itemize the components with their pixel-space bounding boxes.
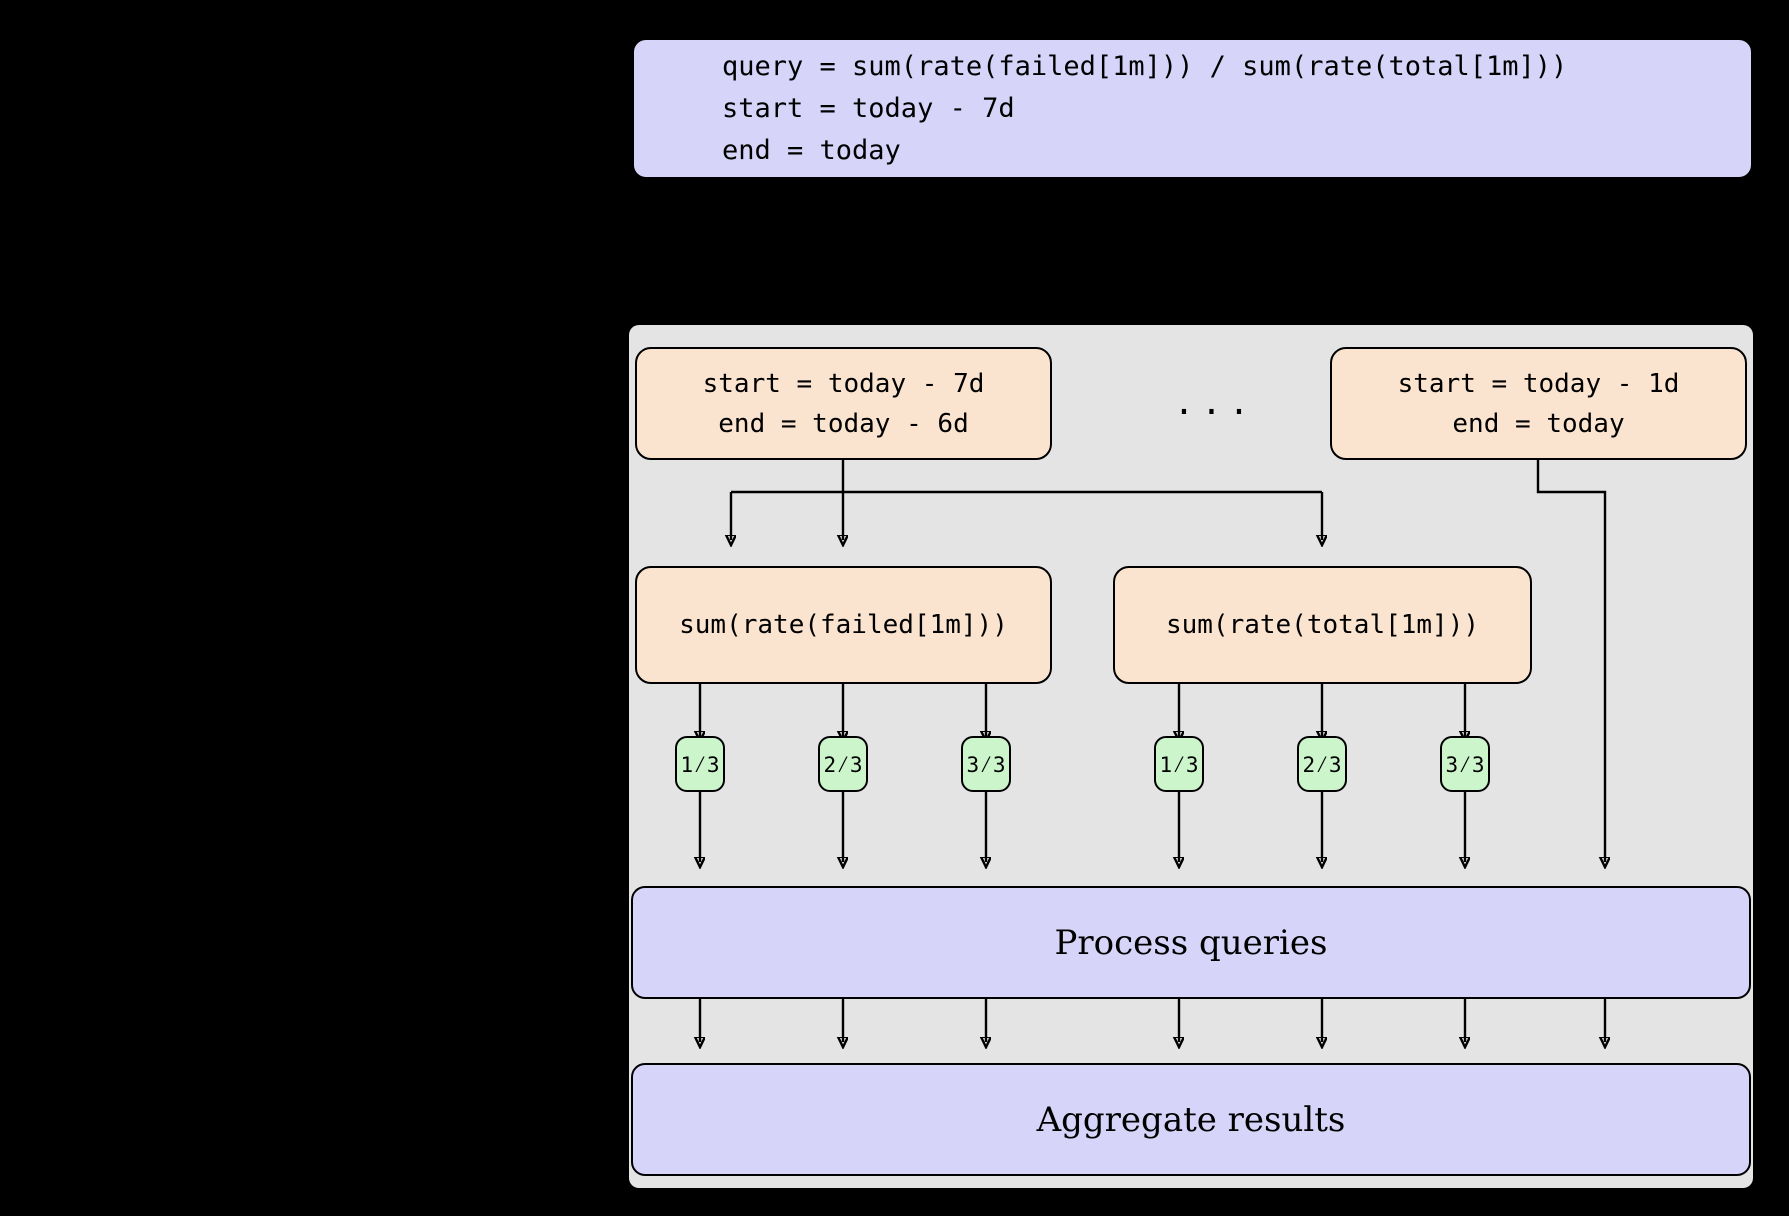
shard-first-end: end = today - 6d [718, 408, 969, 439]
chunk-badge-failed-1: 1⁄3 [675, 736, 725, 792]
subquery-box-failed: sum(rate(failed[1m])) [635, 566, 1052, 684]
process-queries-box: Process queries [631, 886, 1751, 999]
chunk-badge-failed-3: 3⁄3 [961, 736, 1011, 792]
chunk-denominator: 3 [706, 753, 720, 777]
top-query-line-1: query = sum(rate(failed[1m])) / sum(rate… [722, 50, 1568, 82]
top-query-line-2: start = today - 7d [722, 92, 1015, 124]
chunk-slash: ⁄ [979, 752, 993, 778]
shard-last-end: end = today [1452, 408, 1625, 439]
chunk-numerator: 3 [1445, 753, 1459, 777]
chunk-slash: ⁄ [836, 752, 850, 778]
chunk-fraction: 2⁄3 [823, 751, 862, 777]
chunk-slash: ⁄ [1458, 752, 1472, 778]
aggregate-results-label: Aggregate results [1036, 1099, 1346, 1140]
shard-range-box-last: start = today - 1d end = today [1330, 347, 1747, 460]
chunk-badge-total-3: 3⁄3 [1440, 736, 1490, 792]
chunk-fraction: 3⁄3 [1445, 751, 1484, 777]
chunk-numerator: 2 [1302, 753, 1316, 777]
subquery-total-label: sum(rate(total[1m])) [1165, 610, 1480, 640]
chunk-slash: ⁄ [1315, 752, 1329, 778]
chunk-fraction: 3⁄3 [966, 751, 1005, 777]
shard-range-box-first: start = today - 7d end = today - 6d [635, 347, 1052, 460]
chunk-denominator: 3 [849, 753, 863, 777]
chunk-denominator: 3 [1185, 753, 1199, 777]
shard-last-start: start = today - 1d [1397, 368, 1680, 399]
chunk-denominator: 3 [1328, 753, 1342, 777]
chunk-fraction: 1⁄3 [1159, 751, 1198, 777]
subquery-box-total: sum(rate(total[1m])) [1113, 566, 1532, 684]
chunk-numerator: 1 [680, 753, 694, 777]
shard-first-start: start = today - 7d [702, 368, 985, 399]
top-query-code: query = sum(rate(failed[1m])) / sum(rate… [722, 46, 1567, 172]
subquery-failed-label: sum(rate(failed[1m])) [679, 610, 1008, 640]
chunk-numerator: 1 [1159, 753, 1173, 777]
chunk-fraction: 1⁄3 [680, 751, 719, 777]
chunk-badge-failed-2: 2⁄3 [818, 736, 868, 792]
chunk-denominator: 3 [1471, 753, 1485, 777]
process-queries-label: Process queries [1054, 922, 1328, 963]
aggregate-results-box: Aggregate results [631, 1063, 1751, 1176]
chunk-fraction: 2⁄3 [1302, 751, 1341, 777]
top-query-box: query = sum(rate(failed[1m])) / sum(rate… [632, 38, 1753, 179]
chunk-numerator: 3 [966, 753, 980, 777]
shard-ellipsis: ... [1173, 383, 1257, 423]
chunk-slash: ⁄ [1172, 752, 1186, 778]
chunk-badge-total-2: 2⁄3 [1297, 736, 1347, 792]
chunk-badge-total-1: 1⁄3 [1154, 736, 1204, 792]
chunk-denominator: 3 [992, 753, 1006, 777]
chunk-numerator: 2 [823, 753, 837, 777]
top-query-line-3: end = today [722, 134, 901, 166]
chunk-slash: ⁄ [693, 752, 707, 778]
